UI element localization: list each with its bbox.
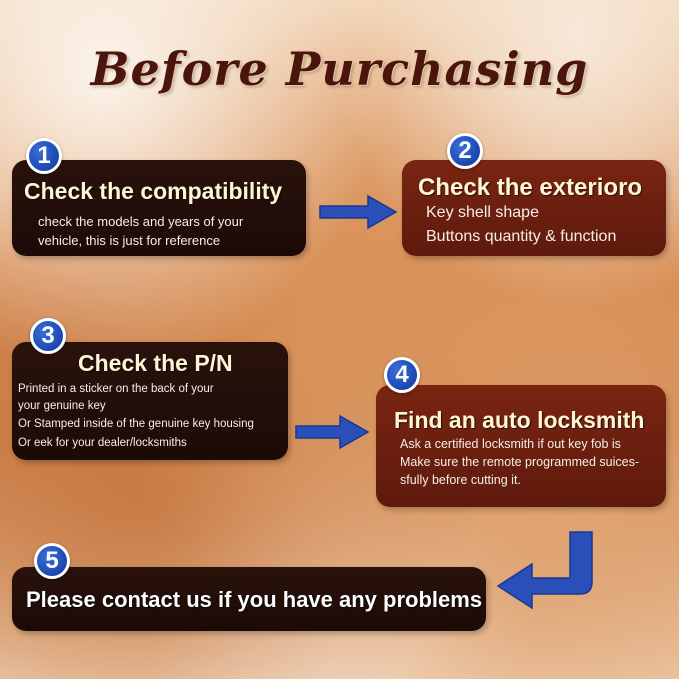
step-4-line-2: Make sure the remote programmed suices- bbox=[400, 455, 639, 469]
step-2-line-1: Key shell shape bbox=[426, 204, 539, 221]
step-1-card: Check the compatibility check the models… bbox=[12, 160, 306, 256]
step-2-card: Check the exterioro Key shell shape Butt… bbox=[402, 160, 666, 256]
step-4-number-badge: 4 bbox=[384, 357, 420, 393]
step-2-heading: Check the exterioro bbox=[418, 174, 643, 201]
step-1-line-1: check the models and years of your bbox=[38, 214, 244, 229]
step-1-number-badge: 1 bbox=[26, 138, 62, 174]
arrow-curve-left-icon bbox=[496, 531, 593, 610]
step-4-line-1: Ask a certified locksmith if out key fob… bbox=[400, 437, 621, 451]
step-5-heading: Please contact us if you have any proble… bbox=[26, 587, 483, 612]
step-4-heading: Find an auto locksmith bbox=[394, 407, 645, 433]
step-3-line-1: Printed in a sticker on the back of your bbox=[18, 383, 214, 395]
step-3-line-4: Or eek for your dealer/locksmiths bbox=[18, 437, 187, 449]
step-3-heading: Check the P/N bbox=[78, 350, 233, 376]
step-1-heading: Check the compatibility bbox=[24, 178, 283, 204]
step-3-card: Check the P/N Printed in a sticker on th… bbox=[12, 342, 288, 460]
arrow-right-icon bbox=[319, 194, 398, 230]
step-3-line-3: Or Stamped inside of the genuine key hou… bbox=[18, 418, 254, 430]
step-3-number-badge: 3 bbox=[30, 318, 66, 354]
step-1-line-2: vehicle, this is just for reference bbox=[38, 233, 221, 248]
step-5-card: Please contact us if you have any proble… bbox=[12, 567, 486, 631]
step-4-line-3: sfully before cutting it. bbox=[400, 473, 521, 487]
step-2-line-2: Buttons quantity & function bbox=[426, 228, 617, 245]
step-3-line-2: your genuine key bbox=[18, 400, 106, 412]
step-5-number-badge: 5 bbox=[34, 543, 70, 579]
arrow-right-icon bbox=[295, 414, 370, 450]
step-4-card: Find an auto locksmith Ask a certified l… bbox=[376, 385, 666, 507]
step-2-number-badge: 2 bbox=[447, 133, 483, 169]
page-title: Before Purchasing bbox=[90, 42, 589, 96]
